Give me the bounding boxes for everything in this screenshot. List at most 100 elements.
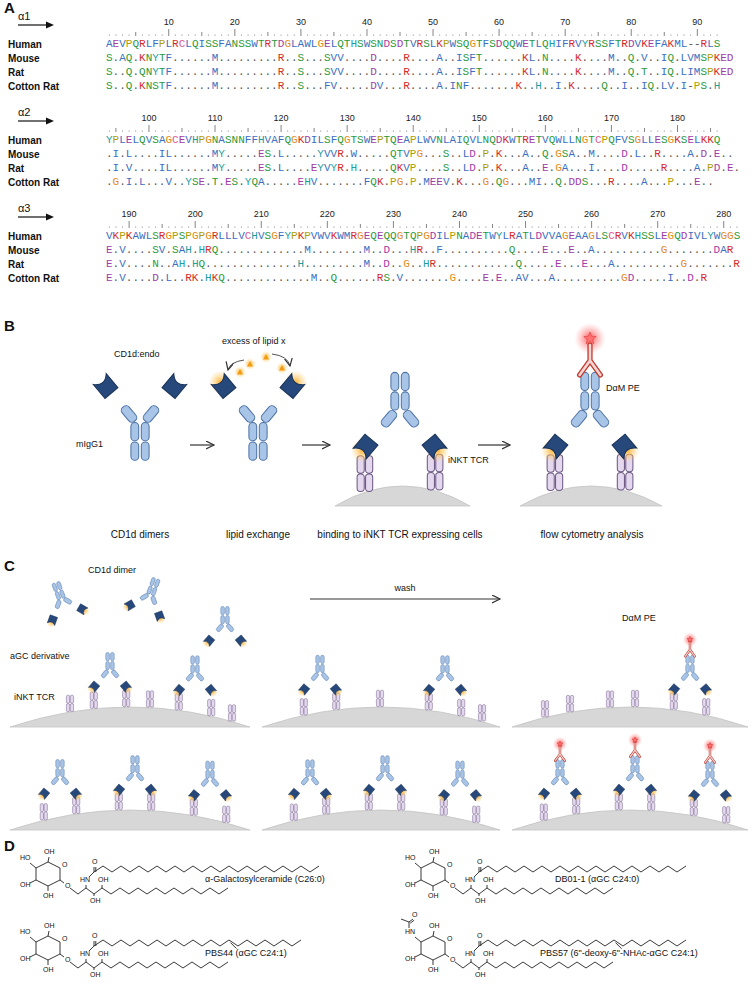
ruler-dot (353, 34, 354, 35)
residue-run: ....... (687, 258, 733, 270)
ruler-tick (162, 224, 163, 228)
ruler-dot (697, 130, 698, 131)
species-name: Human (8, 40, 42, 50)
fc-domain (211, 761, 215, 769)
lipid-glow (244, 358, 256, 370)
ruler-dot (320, 226, 321, 227)
ruler-dot (617, 34, 618, 35)
lipid-glow (204, 366, 237, 399)
ruler-number: 130 (340, 114, 355, 123)
cd1d-dimer (93, 374, 186, 461)
ruler-dot (254, 130, 255, 131)
atom-label: HN (465, 950, 475, 957)
bond (410, 920, 414, 923)
ruler-dot (432, 130, 433, 131)
residue-run: P (668, 176, 675, 188)
residue-run: .. (443, 66, 456, 78)
lipid-glow (235, 635, 250, 650)
residue-run: I (449, 80, 456, 92)
fc-domain (401, 372, 409, 390)
species-name: Mouse (8, 246, 40, 256)
residue-run: Q (608, 134, 615, 146)
atom-label: O (447, 935, 452, 942)
cd1d-head (363, 784, 374, 795)
residue-run: Q (628, 52, 635, 64)
residue-run: S (152, 134, 159, 146)
residue-run: G (668, 230, 675, 242)
bond (421, 936, 445, 960)
residue-run: LVM (681, 52, 701, 64)
fab-arm (383, 770, 410, 799)
residue-run: ... (304, 66, 324, 78)
cd1d-head (220, 790, 231, 801)
ruler-dot (650, 34, 651, 35)
ruler-dot (175, 130, 176, 131)
residue-run: P (199, 134, 206, 146)
residue-run: ...... (482, 52, 522, 64)
ruler-tick (492, 224, 493, 228)
residue-run: . (720, 162, 727, 174)
ruler-dot (492, 130, 493, 131)
fc-domain (61, 768, 65, 776)
residue-run: SS (205, 38, 218, 50)
fab-domain (321, 672, 330, 681)
residue-run: .. (628, 80, 641, 92)
residue-run: H (304, 176, 311, 188)
residue-run: R (172, 38, 179, 50)
residue-run: T (483, 230, 490, 242)
helix-label: α3 (18, 203, 30, 214)
residue-run: M (608, 52, 615, 64)
residue-run: A (179, 244, 186, 256)
bond (86, 885, 87, 888)
fab-arm (458, 776, 485, 805)
residue-run: A (548, 272, 555, 284)
residue-run: . (159, 272, 166, 284)
residue-run: . (634, 66, 641, 78)
residue-run: P (410, 162, 417, 174)
lipid-glow (346, 434, 379, 467)
bond (433, 931, 434, 936)
fc-domain (259, 442, 267, 460)
residue-run: ..... (284, 148, 317, 160)
ruler-dot (214, 34, 215, 35)
ruler-dot (584, 34, 585, 35)
ruler-dot (261, 130, 262, 131)
sequence-row: VKPKAWLSRGPSPGPGRLLLVCHVSGFYPKPVWVKWMRGE… (106, 231, 740, 242)
ruler-dot (373, 34, 374, 35)
ruler-dot (558, 130, 559, 131)
residue-run: E (397, 134, 404, 146)
residue-run: .... (548, 66, 574, 78)
ruler-dot (604, 34, 605, 35)
residue-run: D (152, 272, 159, 284)
fab-domain (436, 672, 445, 681)
ruler-dot (162, 34, 163, 35)
ruler-dot (446, 226, 447, 227)
ruler-dot (670, 226, 671, 227)
ruler-dot (234, 130, 235, 131)
residue-run: G (403, 258, 410, 270)
residue-run: M (212, 148, 219, 160)
ruler-dot (287, 130, 288, 131)
fab-domain (701, 778, 710, 787)
cell-surface (520, 486, 662, 506)
residue-run: ............. (225, 272, 311, 284)
residue-run: A (608, 258, 615, 270)
residue-run: I (661, 52, 668, 64)
ruler-dot (353, 226, 354, 227)
fab-domain (376, 772, 385, 781)
residue-run: V (106, 230, 113, 242)
residue-run: .... (416, 162, 442, 174)
fc-domain (456, 761, 460, 769)
residue-run: . (489, 272, 496, 284)
residue-run: E (106, 244, 113, 256)
ruler-dot (446, 34, 447, 35)
cd1d-head (120, 681, 131, 692)
residue-run: V (397, 272, 404, 284)
fc-domain (131, 765, 135, 773)
ruler-dot (247, 34, 248, 35)
lipid-glow (120, 681, 135, 696)
residue-run: ED (720, 52, 733, 64)
sequence-row: .G.I.L...V..YSE.T.ES.YQA.....EHV.......F… (106, 177, 714, 188)
atom-label: HO (20, 928, 31, 935)
ruler-number: 150 (472, 114, 487, 123)
